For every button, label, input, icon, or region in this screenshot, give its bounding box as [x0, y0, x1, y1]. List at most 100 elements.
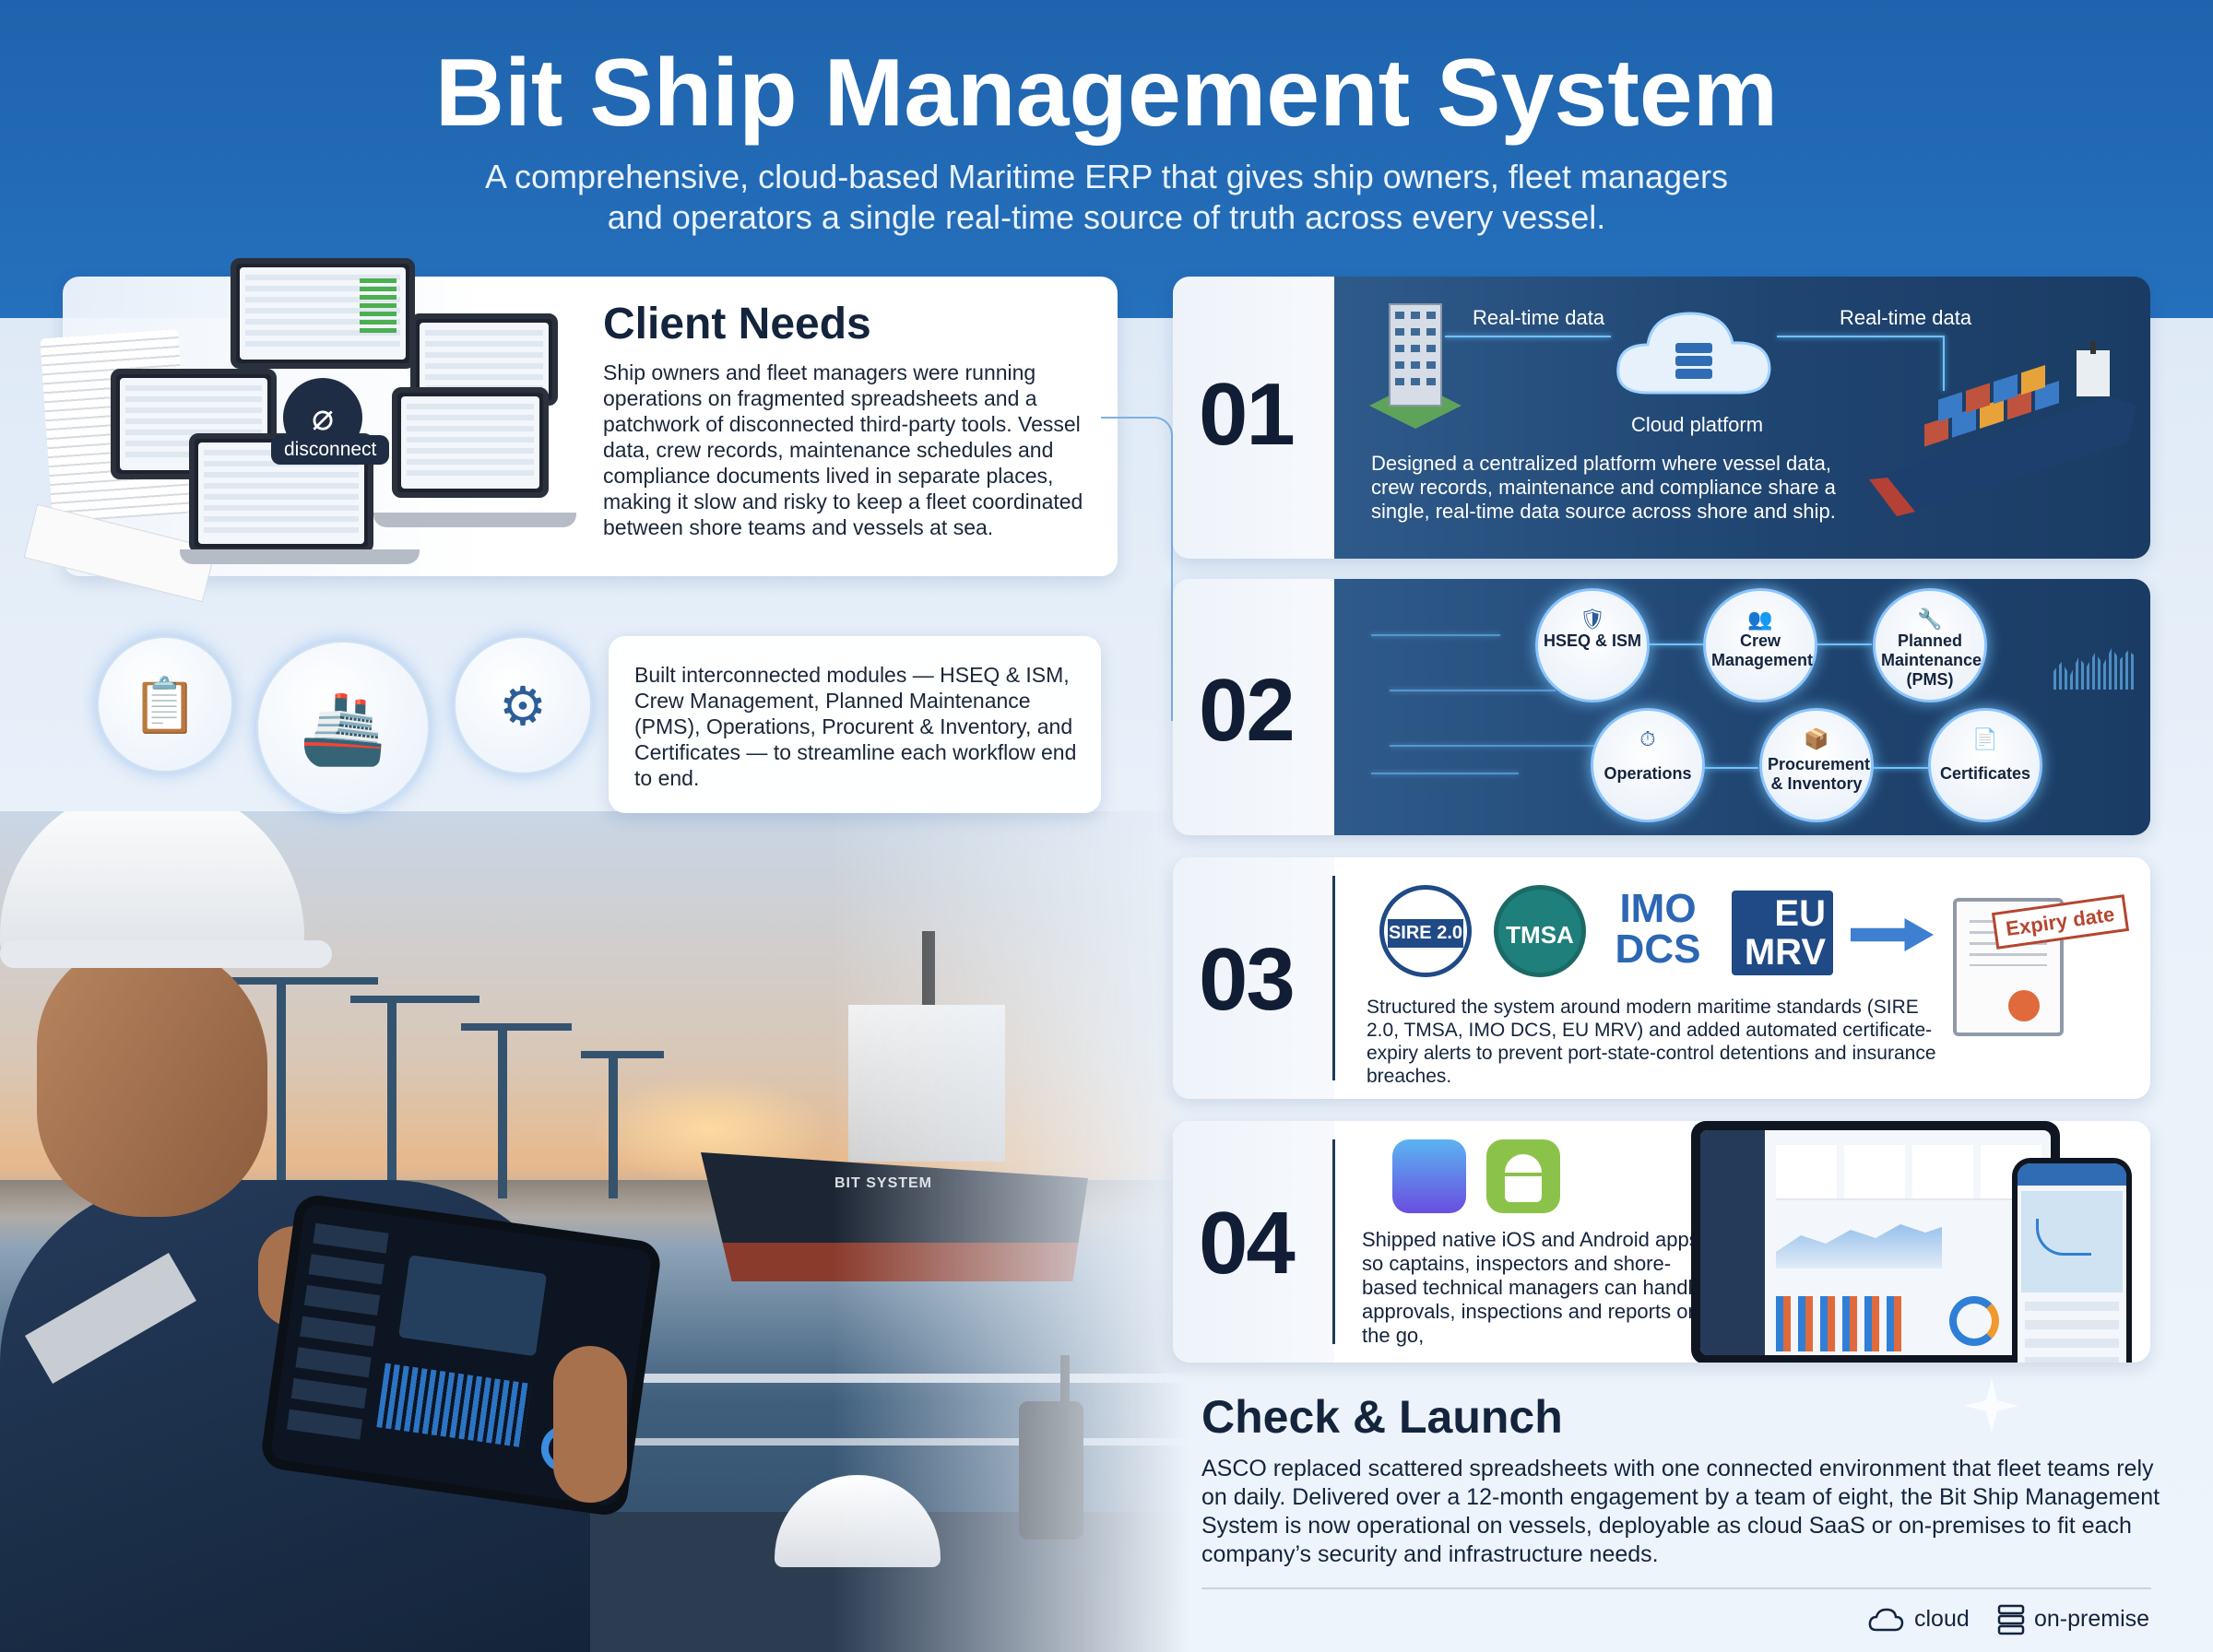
mobile-app-mockup [2012, 1158, 2132, 1363]
tmsa-badge-label: TMSA [1506, 921, 1574, 949]
realtime-label-left: Real-time data [1473, 306, 1605, 329]
step-02-card: 02 🛡 HSEQ & ISM 👥 Crew Management 🔧 Plan… [1173, 579, 2150, 835]
realtime-label-right: Real-time data [1840, 306, 1972, 329]
office-building-icon [1369, 303, 1462, 429]
data-flow-line [1445, 336, 1611, 337]
radio-icon [1019, 1401, 1083, 1540]
mobile-header [2018, 1163, 2126, 1186]
mobile-list [2025, 1302, 2119, 1363]
tools-icon: 🔧 [1917, 608, 1943, 631]
client-needs-title: Client Needs [603, 300, 871, 348]
deck-rail [277, 1374, 1189, 1383]
divider [1332, 1139, 1335, 1344]
crane [609, 1051, 618, 1198]
step-02-panel: 🛡 HSEQ & ISM 👥 Crew Management 🔧 Planned… [1334, 579, 2150, 835]
crane-arm [581, 1051, 664, 1058]
step-number-area [1173, 277, 1334, 559]
module-label: Crew Management [1711, 631, 1814, 669]
donut-chart-icon [1949, 1296, 1999, 1346]
divider [1332, 876, 1335, 1080]
laptop-icon [392, 387, 549, 498]
gear-icon: ⚙ [499, 677, 547, 737]
laptop-screen [401, 396, 539, 489]
world-map-icon [398, 1255, 548, 1357]
module-operations: ⏱ Operations [1591, 708, 1705, 822]
shield-icon: 🛡 [1580, 608, 1605, 631]
secure-document-icon: ⚙ [454, 636, 592, 774]
crew-icon: 👥 [1747, 608, 1773, 631]
engineer-head [37, 940, 267, 1217]
step-number: 04 [1199, 1194, 1296, 1292]
sire-badge-label: SIRE 2.0 [1388, 919, 1463, 948]
area-chart-icon [1776, 1224, 1942, 1268]
ship-hull [701, 1152, 1088, 1281]
desktop-dashboard-mockup [1691, 1121, 2060, 1363]
step-01-panel: Real-time data Cloud platform Real-time … [1334, 277, 2150, 559]
crane-arm [350, 996, 479, 1003]
cloud-icon [1616, 312, 1771, 395]
client-needs-text: Ship owners and fleet managers were runn… [603, 360, 1083, 539]
module-label: Certificates [1939, 764, 2031, 783]
disconnect-label: disconnect [271, 435, 390, 465]
launch-text: ASCO replaced scattered spreadsheets wit… [1201, 1456, 2160, 1567]
module-crew-management: 👥 Crew Management [1703, 588, 1817, 702]
harbor-photo-scene: BIT SYSTEM [0, 811, 1189, 1652]
subtitle-line-2: and operators a single real-time source … [607, 198, 1606, 236]
module-planned-maintenance: 🔧 Planned Maintenance (PMS) [1873, 588, 1987, 702]
hand [553, 1346, 627, 1503]
divider [1201, 1587, 2151, 1589]
step-04-card: 04 Shipped native iOS and Android apps s… [1173, 1121, 2150, 1363]
launch-title: Check & Launch [1201, 1391, 1563, 1443]
step-number-area [1173, 857, 1334, 1099]
module-label: Operations [1604, 764, 1692, 783]
step-number: 01 [1199, 365, 1296, 464]
certificate-icon [1953, 898, 2064, 1036]
spreadsheet-rows [425, 330, 543, 389]
crane-arm [231, 977, 378, 985]
ship-mast [922, 931, 935, 1014]
checklist-laptop-icon: 📋 [97, 636, 233, 773]
circuit-line [1371, 773, 1519, 774]
module-link [1873, 767, 1928, 769]
crane [277, 977, 286, 1198]
dashboard-screen [1700, 1130, 2051, 1355]
step-04-text: Shipped native iOS and Android apps so c… [1362, 1228, 1704, 1347]
module-procurement-inventory: 📦 Procurement & Inventory [1759, 708, 1874, 822]
route-line [2036, 1219, 2091, 1256]
step-01-text: Designed a centralized platform where ve… [1371, 452, 1836, 523]
laptop-base [373, 513, 576, 527]
radio-antenna [1060, 1355, 1070, 1410]
circuit-line [1390, 690, 1556, 691]
dashboard-sidebar [1700, 1130, 1765, 1355]
module-hseq-ism: 🛡 HSEQ & ISM [1535, 588, 1650, 702]
tablet-sidebar [286, 1222, 389, 1444]
deploy-cloud-label: cloud [1914, 1606, 1970, 1632]
status-bars [360, 278, 396, 334]
ship-superstructure [848, 1005, 1005, 1162]
crane [387, 996, 396, 1198]
clipboard-icon: 📋 [131, 676, 199, 736]
crane [498, 1023, 507, 1198]
inventory-icon: 📦 [1804, 727, 1829, 750]
crane-arm [461, 1023, 572, 1031]
module-label: Planned Maintenance (PMS) [1881, 631, 1982, 689]
monitor-icon [231, 258, 415, 369]
tmsa-badge: TMSA [1494, 885, 1586, 977]
gauge-icon: ⏱ [1639, 727, 1656, 750]
module-certificates: 📄 Certificates [1928, 708, 2042, 822]
apple-icon [1392, 1139, 1466, 1213]
imo-dcs-logo: IMO DCS [1603, 889, 1713, 970]
cargo-ship-icon [1869, 341, 2136, 516]
module-label: Procurement & Inventory [1768, 755, 1871, 793]
engineer-hardhat [0, 811, 304, 959]
subtitle-line-1: A comprehensive, cloud-based Maritime ER… [485, 158, 1728, 195]
android-head [1505, 1154, 1542, 1173]
module-label: HSEQ & ISM [1544, 631, 1642, 650]
seal-icon [2008, 990, 2040, 1021]
imo-logo-line-2: DCS [1615, 926, 1701, 972]
ship-document-icon: 🚢 [256, 641, 430, 814]
sire-badge: SIRE 2.0 [1379, 885, 1472, 977]
android-icon [1486, 1139, 1560, 1213]
connector-line [1101, 417, 1173, 721]
monitor-screen [420, 323, 549, 396]
